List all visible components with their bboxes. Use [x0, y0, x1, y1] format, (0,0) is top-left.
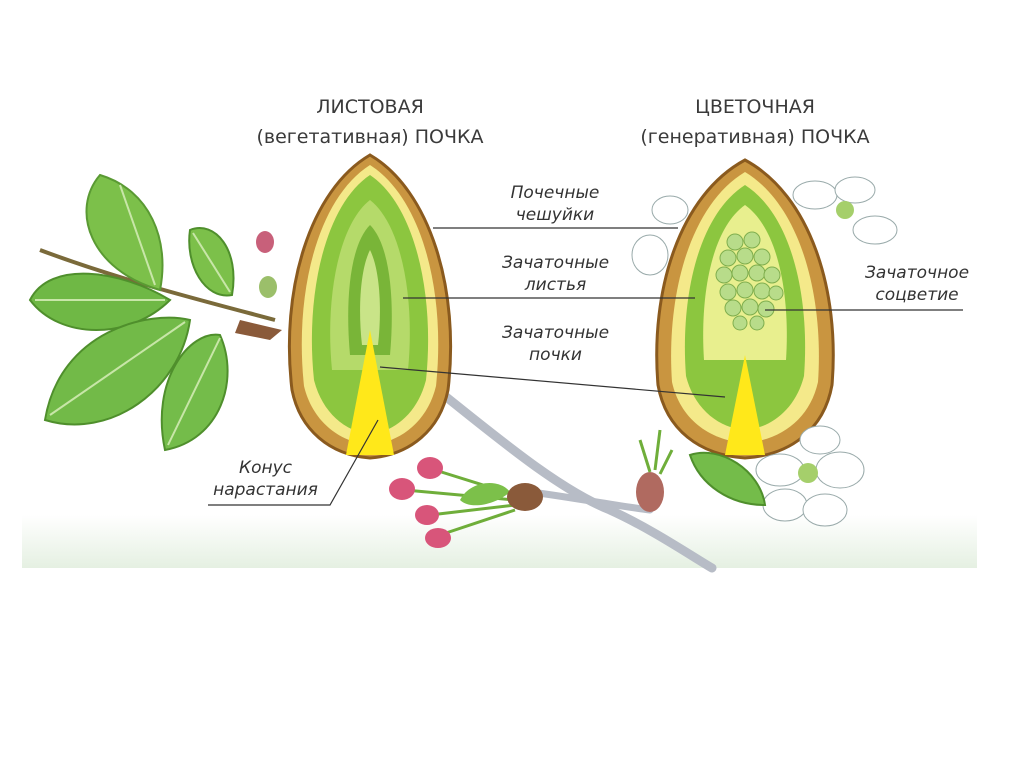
label-embryonic-buds-line1: Зачаточные	[501, 323, 610, 343]
label-growth-cone-line2: нарастания	[213, 480, 318, 500]
label-embryonic-leaves-line1: Зачаточные	[501, 253, 610, 273]
vegetative-bud-title: ЛИСТОВАЯ (вегетативная) ПОЧКА	[240, 92, 500, 152]
label-bud-scales: Почечные чешуйки	[480, 182, 630, 226]
generative-title-line2: (генеративная) ПОЧКА	[640, 126, 870, 148]
label-embryonic-buds-line2: почки	[529, 345, 582, 365]
generative-bud-title: ЦВЕТОЧНАЯ (генеративная) ПОЧКА	[615, 92, 895, 152]
label-bud-scales-line2: чешуйки	[515, 205, 595, 225]
vegetative-title-line1: ЛИСТОВАЯ	[316, 96, 424, 118]
generative-title-line1: ЦВЕТОЧНАЯ	[695, 96, 815, 118]
pink-buds-cluster	[389, 457, 543, 548]
label-embryonic-leaves-line2: листья	[524, 275, 587, 295]
label-embryonic-buds: Зачаточные почки	[478, 322, 633, 366]
flower-top-right	[792, 176, 898, 245]
pointer-buds	[379, 366, 726, 398]
small-bud-right	[636, 429, 767, 512]
label-bud-scales-line1: Почечные	[510, 183, 600, 203]
vegetative-title-line2: (вегетативная) ПОЧКА	[256, 126, 484, 148]
label-growth-cone-line1: Конус	[239, 458, 292, 478]
label-growth-cone: Конус нарастания	[198, 457, 333, 501]
leafy-branch	[28, 173, 282, 452]
pointer-lines	[208, 227, 963, 506]
generative-bud	[655, 158, 835, 460]
label-embryonic-leaves: Зачаточные листья	[478, 252, 633, 296]
flower-bottom-right	[755, 425, 865, 527]
inflorescence-cluster	[715, 231, 784, 331]
flower-left-of-bud	[631, 195, 689, 276]
label-embryonic-inflorescence-line1: Зачаточное	[864, 263, 970, 283]
pointer-cone	[208, 419, 379, 506]
label-embryonic-inflorescence: Зачаточное соцветие	[852, 262, 982, 306]
label-embryonic-inflorescence-line2: соцветие	[875, 285, 959, 305]
